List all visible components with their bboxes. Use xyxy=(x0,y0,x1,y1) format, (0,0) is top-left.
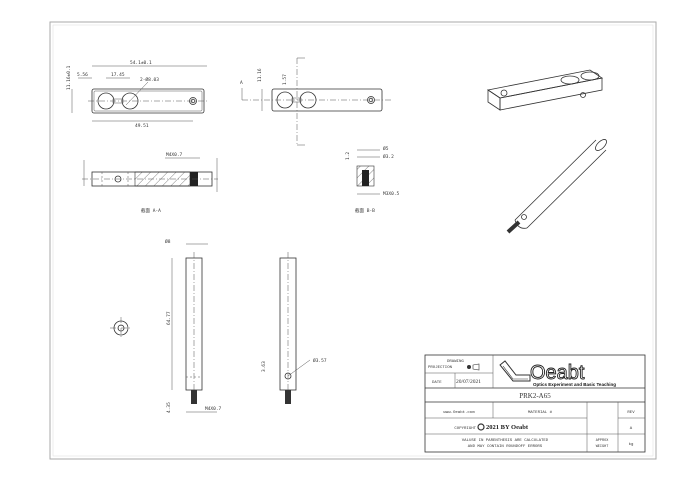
title-block: DRAWING PROJECTION DATE 20/07/2021 Oeabt… xyxy=(424,354,646,453)
dim-rod-hole: Ø3.57 xyxy=(313,357,327,364)
projection-symbol-icon xyxy=(467,363,480,371)
dim-height: 11.16±0.1 xyxy=(66,65,72,90)
top-view: 54.1±0.1 5.56 17.45 2-Ø8.03 49.51 11.16±… xyxy=(66,60,208,129)
date-label: DATE xyxy=(432,381,442,385)
note-line-1: VALUSE IN PARENTHESIS ARE CALCULATED xyxy=(462,439,549,443)
dim-thread-length: 4.35 xyxy=(166,402,172,413)
projection-label-2: PROJECTION xyxy=(428,366,453,370)
dim-depth: 1.2 xyxy=(345,152,351,160)
dim-hole-offset: 1.57 xyxy=(282,74,288,85)
dim-front-height: 11.16 xyxy=(257,68,263,82)
dim-rod-length: 64.77 xyxy=(166,311,172,325)
copyright-text: 2021 BY Oeabt xyxy=(486,424,529,431)
date-value: 20/07/2021 xyxy=(456,379,481,385)
weight-label-2: WEIGHT xyxy=(596,445,609,449)
section-a-label: 截面 A-A xyxy=(141,207,161,214)
dim-rod-hole-offset: 3.63 xyxy=(261,361,267,372)
rod-front-view: Ø8 64.77 4.35 M4X0.7 xyxy=(165,238,222,413)
dim-offset: 5.56 xyxy=(77,72,88,78)
section-b-label: 截面 B-B xyxy=(355,207,375,214)
copyright-icon xyxy=(477,423,485,431)
rev-label: REV xyxy=(627,411,635,415)
section-b-view: Ø5 Ø3.2 1.2 M3X0.5 截面 B-B xyxy=(345,145,400,214)
dim-length: 54.1±0.1 xyxy=(130,60,152,66)
dim-d2: Ø3.2 xyxy=(383,153,394,160)
dim-d1: Ø5 xyxy=(383,145,389,152)
dim-rod-thread: M4X0.7 xyxy=(205,406,222,412)
website-link[interactable]: www.Oeabt.com xyxy=(443,410,475,415)
projection-label-1: DRAWING xyxy=(447,360,464,364)
weight-unit: kg xyxy=(629,442,634,447)
material-label: MATERIAL # xyxy=(528,411,553,415)
iso-bar-view xyxy=(486,69,604,111)
dim-holes: 2-Ø8.03 xyxy=(140,76,159,83)
dim-rod-diameter: Ø8 xyxy=(165,238,171,245)
rev-value: A xyxy=(630,427,633,431)
dim-thread-a: M4X0.7 xyxy=(166,152,183,158)
rod-end-view xyxy=(110,317,132,339)
weight-label-1: APPROX xyxy=(596,439,610,443)
dim-overall: 49.51 xyxy=(135,123,149,129)
section-a-view: M4X0.7 截面 A-A xyxy=(82,152,218,214)
note-line-2: AND MAY CONTAIN ROUNDOFF ERRORS xyxy=(468,445,543,449)
inner-border xyxy=(52,24,654,457)
front-view: 截面 B-B 11.16 1.57 A xyxy=(240,57,392,146)
rod-side-view: Ø3.57 3.63 xyxy=(261,252,327,404)
sheet-border xyxy=(49,21,657,460)
dim-thread-b: M3X0.5 xyxy=(383,191,400,197)
logo-tagline: Optics Experiment and Basic Teaching xyxy=(533,382,616,387)
iso-rod-view xyxy=(506,139,607,234)
section-mark-a: A xyxy=(240,80,243,86)
dim-pitch: 17.45 xyxy=(111,72,125,78)
part-number: PRK2-A65 xyxy=(519,392,551,400)
logo-text: Oeabt xyxy=(530,362,585,384)
copyright-label: COPYRIGHT xyxy=(454,427,476,431)
oeabt-logo: Oeabt Optics Experiment and Basic Teachi… xyxy=(499,360,616,387)
